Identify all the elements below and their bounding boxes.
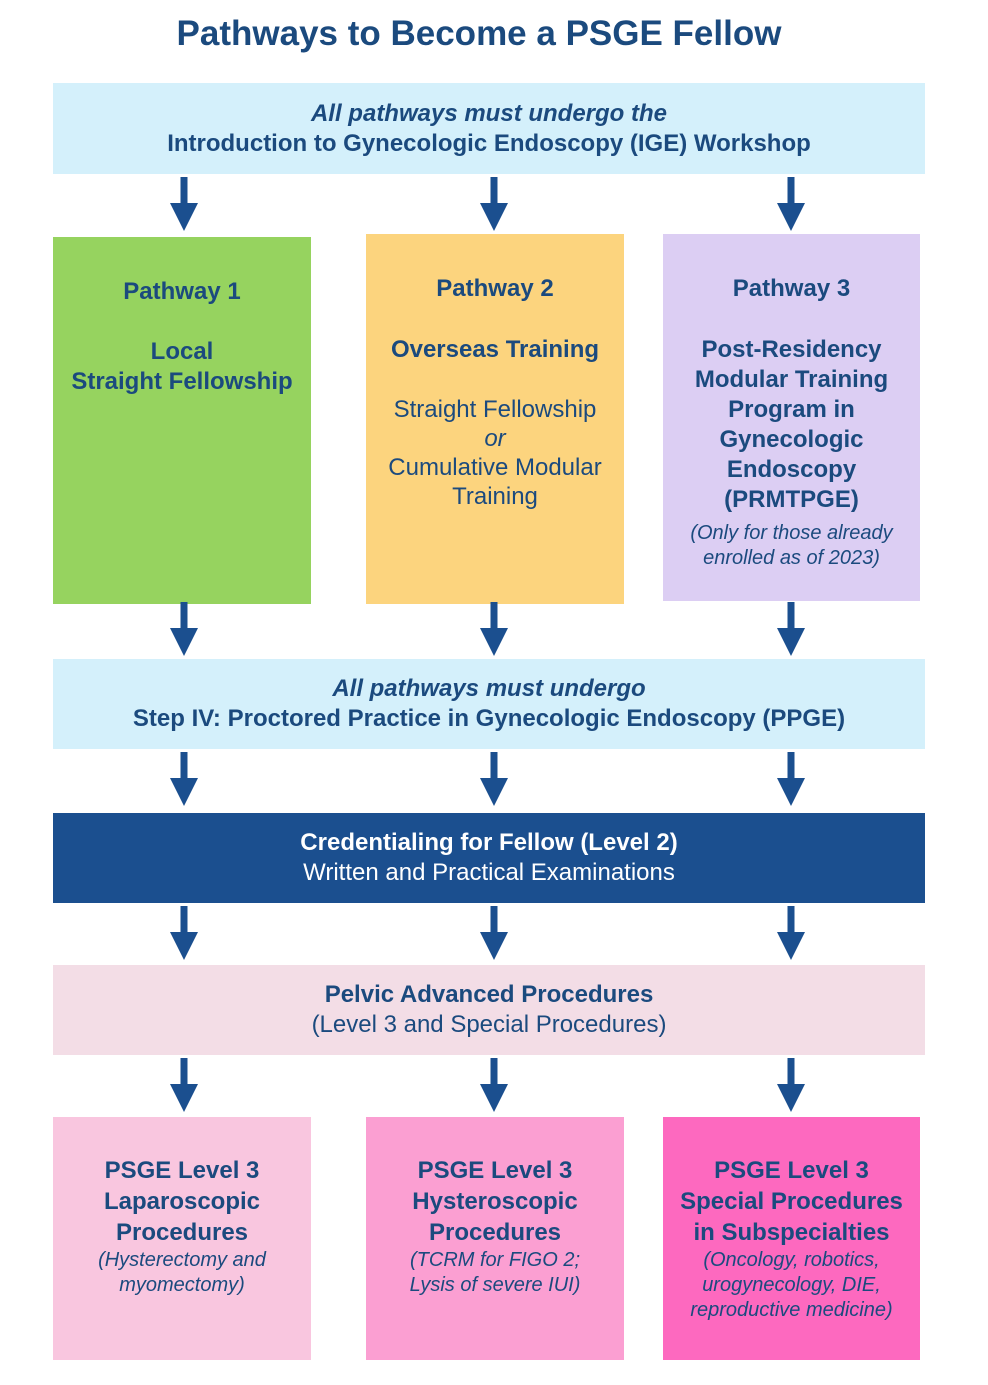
down-arrow-icon bbox=[170, 1058, 198, 1112]
ppge-line1: All pathways must undergo bbox=[332, 675, 646, 702]
level3-laparoscopic-title: PSGE Level 3 bbox=[104, 1157, 260, 1184]
pathway-3-box: Pathway 3 Post-Residency Modular Trainin… bbox=[663, 234, 920, 601]
credentialing-box: Credentialing for Fellow (Level 2) Writt… bbox=[53, 813, 925, 903]
down-arrow-icon bbox=[480, 906, 508, 960]
level3-hysteroscopic-note: (TCRM for FIGO 2; bbox=[410, 1249, 580, 1271]
down-arrow-icon bbox=[170, 906, 198, 960]
level3-special-note: urogynecology, DIE, bbox=[702, 1274, 881, 1296]
down-arrow-icon bbox=[480, 1058, 508, 1112]
level3-special-box: PSGE Level 3 Special Procedures in Subsp… bbox=[663, 1117, 920, 1360]
level3-laparoscopic-title: Laparoscopic bbox=[103, 1188, 261, 1215]
level3-laparoscopic-note: myomectomy) bbox=[119, 1274, 245, 1296]
level3-special-title: Special Procedures bbox=[680, 1188, 903, 1215]
pathway-2-detail: Straight Fellowship bbox=[393, 396, 597, 423]
down-arrow-icon bbox=[777, 906, 805, 960]
pathway-1-heading: Pathway 1 bbox=[123, 278, 241, 305]
pelvic-advanced-line1: Pelvic Advanced Procedures bbox=[324, 981, 654, 1008]
level3-hysteroscopic-note: Lysis of severe IUI) bbox=[409, 1274, 581, 1296]
pathway-1-name-line: Straight Fellowship bbox=[71, 368, 293, 395]
pathway-3-name-line: Post-Residency bbox=[701, 336, 882, 363]
level3-special-note: reproductive medicine) bbox=[690, 1299, 893, 1321]
pathway-2-heading: Pathway 2 bbox=[436, 275, 554, 302]
credentialing-line1: Credentialing for Fellow (Level 2) bbox=[300, 829, 678, 856]
down-arrow-icon bbox=[777, 1058, 805, 1112]
ige-line2: Introduction to Gynecologic Endoscopy (I… bbox=[167, 129, 811, 157]
down-arrow-icon bbox=[170, 602, 198, 656]
down-arrow-icon bbox=[480, 602, 508, 656]
pathway-2-detail: Training bbox=[452, 483, 538, 510]
level3-hysteroscopic-title: Hysteroscopic bbox=[412, 1188, 578, 1215]
pelvic-advanced-line2: (Level 3 and Special Procedures) bbox=[311, 1011, 667, 1038]
level3-special-note: (Oncology, robotics, bbox=[703, 1249, 880, 1271]
pathway-3-name-line: (PRMTPGE) bbox=[724, 486, 859, 513]
down-arrow-icon bbox=[480, 752, 508, 806]
pathway-3-heading: Pathway 3 bbox=[732, 275, 851, 302]
level3-laparoscopic-box: PSGE Level 3 Laparoscopic Procedures (Hy… bbox=[53, 1117, 311, 1360]
diagram-title: Pathways to Become a PSGE Fellow bbox=[176, 14, 782, 53]
pelvic-advanced-box: Pelvic Advanced Procedures (Level 3 and … bbox=[53, 965, 925, 1055]
down-arrow-icon bbox=[777, 602, 805, 656]
level3-laparoscopic-note: (Hysterectomy and bbox=[98, 1249, 266, 1271]
pathway-2-name: Overseas Training bbox=[390, 336, 600, 363]
pathway-3-note: enrolled as of 2023) bbox=[703, 547, 880, 569]
down-arrow-icon bbox=[170, 177, 198, 231]
down-arrow-icon bbox=[480, 177, 508, 231]
pathway-2-box: Pathway 2 Overseas Training Straight Fel… bbox=[366, 234, 624, 604]
pathway-3-name-line: Modular Training bbox=[694, 366, 889, 393]
ppge-line2: Step IV: Proctored Practice in Gynecolog… bbox=[132, 705, 846, 732]
down-arrow-icon bbox=[777, 752, 805, 806]
ppge-step-box: All pathways must undergo Step IV: Proct… bbox=[53, 659, 925, 749]
level3-hysteroscopic-title: PSGE Level 3 bbox=[417, 1157, 573, 1184]
pathway-3-name-line: Gynecologic bbox=[719, 426, 864, 453]
level3-special-title: PSGE Level 3 bbox=[714, 1157, 869, 1184]
pathway-3-name-line: Program in bbox=[728, 396, 855, 423]
pathway-2-or: or bbox=[484, 425, 506, 452]
down-arrow-icon bbox=[777, 177, 805, 231]
credentialing-line2: Written and Practical Examinations bbox=[303, 859, 675, 886]
down-arrow-icon bbox=[170, 752, 198, 806]
ige-line1: All pathways must undergo the bbox=[310, 99, 668, 127]
pathway-3-note: (Only for those already bbox=[690, 522, 893, 544]
pathway-1-box: Pathway 1 Local Straight Fellowship bbox=[53, 237, 311, 604]
pathway-3-name-line: Endoscopy bbox=[726, 456, 857, 483]
pathway-1-name-line: Local bbox=[150, 338, 214, 365]
level3-laparoscopic-title: Procedures bbox=[115, 1219, 249, 1246]
pathway-2-detail: Cumulative Modular bbox=[388, 454, 602, 481]
ige-workshop-box: All pathways must undergo the Introducti… bbox=[53, 83, 925, 174]
level3-special-title: in Subspecialties bbox=[693, 1219, 890, 1246]
level3-hysteroscopic-box: PSGE Level 3 Hysteroscopic Procedures (T… bbox=[366, 1117, 624, 1360]
level3-hysteroscopic-title: Procedures bbox=[428, 1219, 562, 1246]
